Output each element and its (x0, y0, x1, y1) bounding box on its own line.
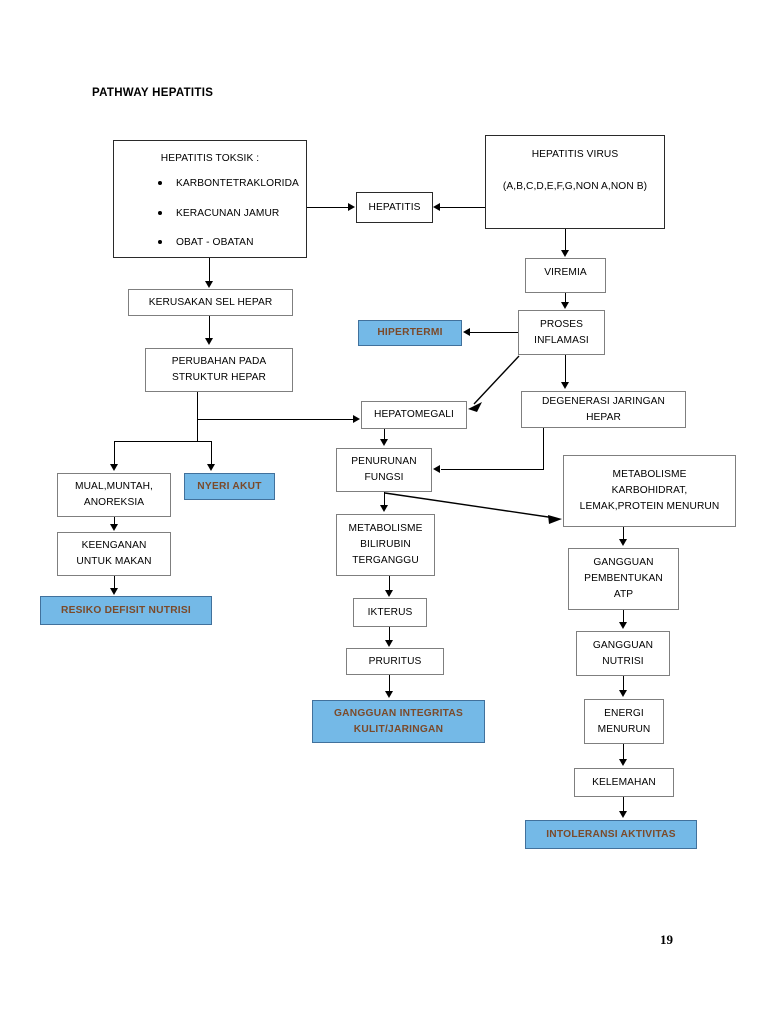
node-gangguan-integritas-kulit-jaringan: GANGGUAN INTEGRITAS KULIT/JARINGAN (312, 700, 485, 743)
connector-degenerasi-to-penurunan (441, 469, 544, 471)
arrowhead-hepatomegali-to-penurunan (380, 439, 388, 446)
connector-atp-to-nutrisi (623, 610, 625, 623)
arrowhead-mual-to-keengganan (110, 524, 118, 531)
connector-inflamasi-to-degenerasi (565, 355, 567, 383)
connector-toksik-to-kerusakan (209, 258, 211, 282)
node-hepatomegali: HEPATOMEGALI (361, 401, 467, 429)
node-gangguan-nutrisi: GANGGUAN NUTRISI (576, 631, 670, 676)
connector-virus-to-hepatitis (440, 207, 485, 209)
connector-kelemahan-to-intoleransi (623, 797, 625, 812)
node-mual-muntah-anoreksia: MUAL,MUNTAH, ANOREKSIA (57, 473, 171, 517)
connector-inflamasi-to-hipertermi (469, 332, 519, 334)
connector-energi-to-kelemahan (623, 744, 625, 760)
node-energi-menurun: ENERGI MENURUN (584, 699, 664, 744)
connector-hepatomegali-to-penurunan (384, 429, 386, 440)
node-metabolisme-bilirubin-terganggu: METABOLISME BILIRUBIN TERGANGGU (336, 514, 435, 576)
arrowhead-viremia-to-inflamasi (561, 302, 569, 309)
page-title: PATHWAY HEPATITIS (92, 87, 214, 99)
arrowhead-karbohidrat-to-atp (619, 539, 627, 546)
connector-toksik-to-hepatitis (307, 207, 349, 209)
arrowhead-penurunan-to-bilirubin (380, 505, 388, 512)
arrowhead-perubahan-to-hepatomegali (353, 415, 360, 423)
connector-penurunan-to-bilirubin (384, 492, 386, 506)
node-hepatitis-toksik-list: KARBONTETRAKLORIDA KERACUNAN JAMUR OBAT … (114, 176, 306, 251)
connector-perubahan-split-bar (114, 441, 212, 443)
node-nyeri-akut: NYERI AKUT (184, 473, 275, 500)
node-kerusakan-sel-hepar: KERUSAKAN SEL HEPAR (128, 289, 293, 316)
node-hepatitis-virus: HEPATITIS VIRUS (A,B,C,D,E,F,G,NON A,NON… (485, 135, 665, 229)
node-degenerasi-jaringan-hepar: DEGENERASI JARINGAN HEPAR (521, 391, 686, 428)
connector-bilirubin-to-ikterus (389, 576, 391, 591)
arrowhead-inflamasi-to-degenerasi (561, 382, 569, 389)
arrowhead-kerusakan-to-perubahan (205, 338, 213, 345)
node-perubahan-struktur-hepar: PERUBAHAN PADA STRUKTUR HEPAR (145, 348, 293, 392)
node-penurunan-fungsi: PENURUNAN FUNGSI (336, 448, 432, 492)
arrowhead-keengganan-to-resiko (110, 588, 118, 595)
arrowhead-toksik-to-hepatitis (348, 203, 355, 211)
connector-perubahan-to-hepatomegali (197, 419, 355, 421)
connector-pruritus-to-gangguan-integritas (389, 675, 391, 692)
arrowhead-toksik-to-kerusakan (205, 281, 213, 288)
page-number: 19 (660, 932, 673, 947)
node-keengganan-untuk-makan: KEENGANAN UNTUK MAKAN (57, 532, 171, 576)
node-ikterus: IKTERUS (353, 598, 427, 627)
node-hepatitis: HEPATITIS (356, 192, 433, 223)
connector-virus-to-viremia (565, 229, 567, 251)
arrowhead-inflamasi-to-hipertermi (463, 328, 470, 336)
connector-perubahan-stem (197, 392, 199, 442)
connector-split-to-nyeri (211, 441, 213, 465)
arrowhead-virus-to-viremia (561, 250, 569, 257)
arrowhead-nutrisi-to-energi (619, 690, 627, 697)
connector-ikterus-to-pruritus (389, 627, 391, 641)
list-item: KERACUNAN JAMUR (114, 206, 306, 222)
connector-split-to-mual (114, 441, 116, 465)
arrowhead-degenerasi-to-penurunan (433, 465, 440, 473)
connector-mual-to-keengganan (114, 517, 116, 525)
node-resiko-defisit-nutrisi: RESIKO DEFISIT NUTRISI (40, 596, 212, 625)
connector-keengganan-to-resiko (114, 576, 116, 589)
node-kelemahan: KELEMAHAN (574, 768, 674, 797)
arrowhead-pruritus-to-gangguan-integritas (385, 691, 393, 698)
node-hepatitis-toksik-header: HEPATITIS TOKSIK : (160, 153, 260, 164)
node-intoleransi-aktivitas: INTOLERANSI AKTIVITAS (525, 820, 697, 849)
connector-degenerasi-down (543, 428, 545, 470)
arrowhead-ikterus-to-pruritus (385, 640, 393, 647)
list-item: KARBONTETRAKLORIDA (114, 176, 306, 192)
arrowhead-split-to-mual (110, 464, 118, 471)
node-metabolisme-karbohidrat: METABOLISME KARBOHIDRAT, LEMAK,PROTEIN M… (563, 455, 736, 527)
connector-viremia-to-inflamasi (565, 293, 567, 303)
node-hepatitis-toksik: HEPATITIS TOKSIK : KARBONTETRAKLORIDA KE… (113, 140, 307, 258)
node-pruritus: PRURITUS (346, 648, 444, 675)
arrowhead-bilirubin-to-ikterus (385, 590, 393, 597)
connector-karbohidrat-to-atp (623, 527, 625, 540)
arrowhead-virus-to-hepatitis (433, 203, 440, 211)
arrowhead-kelemahan-to-intoleransi (619, 811, 627, 818)
node-gangguan-pembentukan-atp: GANGGUAN PEMBENTUKAN ATP (568, 548, 679, 610)
arrowhead-atp-to-nutrisi (619, 622, 627, 629)
arrowhead-split-to-nyeri (207, 464, 215, 471)
connector-kerusakan-to-perubahan (209, 316, 211, 339)
node-viremia: VIREMIA (525, 258, 606, 293)
list-item: OBAT - OBATAN (114, 235, 306, 251)
connector-nutrisi-to-energi (623, 676, 625, 691)
arrowhead-energi-to-kelemahan (619, 759, 627, 766)
node-proses-inflamasi: PROSES INFLAMASI (518, 310, 605, 355)
node-hipertermi: HIPERTERMI (358, 320, 462, 346)
